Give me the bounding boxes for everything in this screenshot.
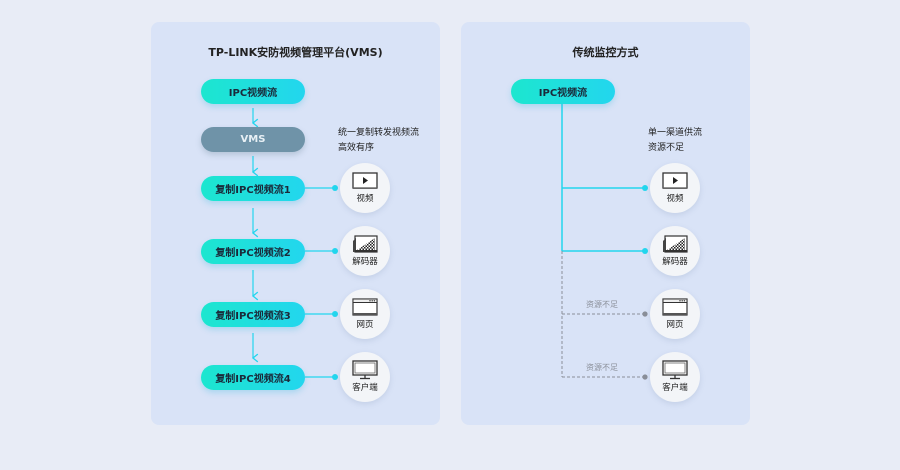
right-connectors bbox=[561, 104, 648, 380]
monitor-icon bbox=[661, 360, 689, 380]
insufficient-note-web: 资源不足 bbox=[586, 300, 618, 309]
video-play-icon bbox=[661, 171, 689, 191]
traditional-ipc-stream-source: IPC视频流 bbox=[511, 79, 615, 104]
vms-description: 统一复制转发视频流 高效有序 bbox=[338, 128, 420, 153]
target-web-page: 网页 bbox=[340, 289, 390, 339]
monitor-icon bbox=[351, 360, 379, 380]
video-play-icon bbox=[351, 171, 379, 191]
target-video: 视频 bbox=[340, 163, 390, 213]
traditional-target-video: 视频 bbox=[650, 163, 700, 213]
ipc-stream-source: IPC视频流 bbox=[201, 79, 305, 104]
web-page-icon bbox=[351, 297, 379, 317]
vms-panel-title: TP-LINK安防视频管理平台(VMS) bbox=[208, 46, 383, 59]
decoder-icon bbox=[351, 234, 379, 254]
copied-stream-2: 复制IPC视频流2 bbox=[201, 239, 305, 264]
insufficient-note-client: 资源不足 bbox=[586, 363, 618, 372]
traditional-panel-title: 传统监控方式 bbox=[572, 46, 639, 59]
vms-node: VMS bbox=[201, 127, 305, 152]
target-decoder: 解码器 bbox=[340, 226, 390, 276]
traditional-target-web-page: 网页 bbox=[650, 289, 700, 339]
copied-stream-1: 复制IPC视频流1 bbox=[201, 176, 305, 201]
web-page-icon bbox=[661, 297, 689, 317]
left-connectors bbox=[305, 185, 338, 380]
traditional-description: 单一渠道供流 资源不足 bbox=[648, 128, 703, 153]
copied-stream-4: 复制IPC视频流4 bbox=[201, 365, 305, 390]
decoder-icon bbox=[661, 234, 689, 254]
traditional-target-client: 客户端 bbox=[650, 352, 700, 402]
target-client: 客户端 bbox=[340, 352, 390, 402]
traditional-target-decoder: 解码器 bbox=[650, 226, 700, 276]
copied-stream-3: 复制IPC视频流3 bbox=[201, 302, 305, 327]
